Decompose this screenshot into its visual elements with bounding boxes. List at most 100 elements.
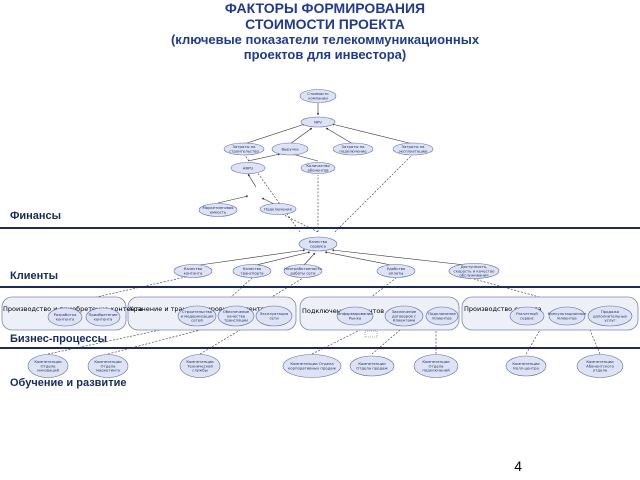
node-label: подключение — [339, 148, 367, 153]
node-label: оплаты — [389, 270, 404, 275]
node-label: услуг — [604, 318, 615, 323]
node-label: сервис — [520, 315, 534, 320]
node-label: Компетенции — [94, 359, 122, 364]
node-label: Качество — [243, 266, 262, 271]
node-label: качества — [227, 313, 245, 318]
node-label: Расчетный — [516, 311, 538, 316]
node-shape — [392, 142, 434, 156]
node-label: дополнительных — [593, 313, 628, 318]
node-label: Выручка — [281, 146, 298, 151]
node-label: абонентов — [307, 167, 329, 172]
node-label: Приобретение — [89, 312, 119, 317]
node-label: емкость — [210, 209, 227, 214]
node-shape — [173, 264, 213, 278]
node-label: Компетенции — [34, 359, 62, 364]
node-label: Затраты на — [233, 144, 256, 149]
node-label: Строительство — [182, 309, 213, 314]
node-shape — [300, 162, 336, 174]
node-label: Компетенции — [586, 359, 614, 364]
node-label: Компетенции — [186, 359, 214, 364]
node-label: Заключение — [392, 309, 417, 314]
node-label: Доступность, — [461, 264, 488, 269]
node-label: Удобство — [387, 266, 406, 271]
node-label: Отдела — [429, 363, 444, 368]
node-label: сервиса — [310, 243, 326, 248]
node-label: службы — [192, 368, 208, 373]
node-c-service: Доступность,скорость и качествообслужива… — [448, 263, 500, 279]
node-shape — [223, 142, 265, 156]
group-label-service: Производство сервиса — [464, 305, 542, 313]
node-shape — [349, 355, 395, 377]
node-label: контента — [56, 316, 75, 321]
node-label: Консультационные — [548, 311, 587, 316]
node-label: Обеспечение — [223, 309, 250, 314]
node-label: Затраты на — [342, 144, 365, 149]
node-label: Абонентского — [586, 363, 614, 368]
title-line-1: ФАКТОРЫ ФОРМИРОВАНИЯ — [224, 0, 426, 16]
node-shape — [300, 116, 336, 128]
node-shape — [255, 305, 293, 327]
node-label: сети — [269, 315, 279, 320]
page-number: 4 — [514, 458, 522, 474]
node-shape — [259, 203, 297, 215]
dashed-marker — [364, 330, 378, 338]
node-shape — [509, 306, 545, 326]
node-label: и модернизация — [181, 313, 214, 318]
node-shape — [299, 89, 337, 103]
node-label: работы сети — [291, 270, 316, 275]
node-shape — [587, 305, 633, 327]
node-label: Компетенции — [358, 361, 386, 366]
node-label: инноваций — [37, 368, 59, 373]
node-shape — [425, 306, 459, 326]
node-label: Компетенции — [422, 359, 450, 364]
node-label: Разработка — [54, 312, 77, 317]
node-label: скорость и качество — [454, 268, 496, 273]
node-shape — [298, 236, 338, 252]
node-label: компании — [308, 95, 328, 100]
node-n-npv: NPV — [300, 116, 336, 128]
node-shape — [198, 203, 238, 217]
node-shape — [376, 264, 416, 278]
node-label: Качество — [184, 266, 203, 271]
node-label: Отдела продаж — [356, 365, 388, 370]
node-label: Маркетинговая — [203, 205, 234, 210]
title-line-4: проектов для инвестора) — [243, 47, 407, 62]
node-label: Клиентами — [393, 318, 416, 323]
node-n-arpu: ARPU — [230, 162, 266, 174]
node-label: NPV — [314, 119, 322, 124]
node-shape — [230, 162, 266, 174]
node-label: Технической — [186, 363, 213, 368]
band-label-business: Бизнес-процессы — [10, 333, 107, 345]
node-shape — [47, 307, 83, 327]
node-shape — [179, 354, 221, 378]
node-shape — [505, 355, 547, 377]
node-label: Информирование — [337, 311, 373, 316]
node-label: эксплуатацию — [399, 148, 428, 153]
band-label-learning: Обучение и развитие — [10, 377, 127, 389]
node-shape — [384, 305, 424, 327]
node-shape — [177, 305, 217, 327]
node-label: Эксплуатация — [260, 311, 288, 316]
node-label: обслуживания — [459, 273, 488, 278]
node-label: Клиентов — [432, 315, 452, 320]
node-label: договоров с — [392, 313, 416, 318]
node-label: строительство — [229, 148, 259, 153]
node-label: контента — [94, 316, 113, 321]
node-n-subscr: Подключения — [259, 203, 297, 215]
